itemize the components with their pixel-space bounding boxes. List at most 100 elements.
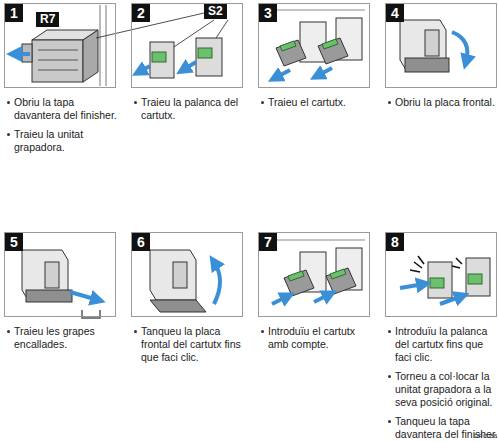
step-panel: 1Obriu la tapa davantera del finisher.Tr…	[4, 3, 116, 88]
step-number: 8	[386, 233, 404, 251]
cartridge-open	[400, 20, 467, 72]
cartridges-in-part	[288, 271, 304, 281]
cartridge-levers-part	[198, 48, 212, 58]
step-instruction: Introduïu el cartutx amb compte.	[260, 325, 372, 351]
step-captions: Obriu la placa frontal.	[387, 96, 499, 115]
step-captions: Obriu la tapa davantera del finisher. Tra…	[6, 96, 118, 160]
cartridge-open-part	[425, 30, 439, 56]
levers-click-part	[400, 284, 424, 288]
levers-click-part	[440, 296, 462, 304]
step-number: 2	[132, 4, 150, 22]
step-instruction: Obriu la tapa davantera del finisher.	[6, 96, 118, 122]
cartridges-out-part	[322, 39, 338, 49]
cartridge-close-part	[214, 262, 220, 304]
instruction-text: Obriu la tapa davantera del finisher.	[14, 96, 117, 121]
levers-click-part	[468, 274, 482, 284]
cartridges-in	[270, 240, 365, 304]
cartridges-in-part	[272, 296, 288, 304]
cartridges-out-part	[276, 40, 306, 66]
bullet	[261, 101, 264, 104]
stapler-unit-part	[100, 5, 101, 86]
bullet	[388, 420, 391, 423]
step-instruction: Traieu les grapes encallades.	[6, 325, 118, 351]
cartridges-out-part	[318, 38, 348, 64]
levers-click-part	[452, 266, 460, 268]
step-captions: Tanqueu la placa frontal del cartutx fin…	[133, 325, 245, 370]
step-instruction: Traieu la unitat grapadora.	[6, 128, 118, 154]
cartridge-levers-part	[183, 62, 196, 70]
step-panel: 3Traieu el cartutx.	[258, 3, 370, 88]
step-instruction: Torneu a col·locar la unitat grapadora a…	[387, 370, 499, 409]
part-code: R7	[36, 12, 59, 27]
cartridges-out-part	[270, 10, 365, 11]
step-number: 6	[132, 233, 150, 251]
instruction-text: Traieu la palanca del cartutx.	[141, 96, 238, 121]
cartridge-levers-part	[139, 66, 150, 72]
cartridges-out-part	[317, 68, 332, 76]
bullet	[7, 330, 10, 333]
cartridge-levers-part	[196, 38, 222, 76]
stapler-unit-part	[32, 40, 83, 82]
bullet	[261, 330, 264, 333]
cartridge-close-part	[173, 262, 187, 288]
levers-click-part	[410, 270, 420, 272]
cartridges-out-part	[275, 70, 290, 78]
stapler-unit-part	[38, 50, 78, 51]
step-captions: Traieu les grapes encallades.	[6, 325, 118, 357]
levers-click-part	[466, 258, 490, 296]
step-panel: 7Introduïu el cartutx amb compte.	[258, 232, 370, 317]
cartridge-close	[150, 250, 220, 312]
jammed-staples-part	[45, 262, 59, 288]
step-instruction: Tanqueu la placa frontal del cartutx fin…	[133, 325, 245, 364]
cartridges-out-part	[280, 41, 296, 51]
instruction-text: Traieu el cartutx.	[268, 96, 346, 108]
cartridge-levers-part	[152, 52, 166, 62]
cartridge-levers-part	[150, 42, 174, 78]
step-instruction: Traieu la palanca del cartutx.	[133, 96, 245, 122]
bullet	[388, 330, 391, 333]
stapler-unit	[14, 5, 106, 86]
jammed-staples-part	[70, 292, 98, 300]
cartridges-in-part	[326, 268, 356, 294]
step-number: 1	[5, 4, 23, 22]
step-captions: Introduïu la palanca del cartutx fins qu…	[387, 325, 499, 442]
stapler-unit-part	[38, 70, 78, 71]
step-number: 4	[386, 4, 404, 22]
drawing-code: DRC058	[474, 433, 497, 440]
instruction-text: Traieu la unitat grapadora.	[14, 128, 83, 153]
step-captions: Traieu la palanca del cartutx.	[133, 96, 245, 128]
stapler-unit-part	[83, 30, 98, 82]
part-code: S2	[204, 4, 227, 19]
stapler-unit-part	[106, 5, 107, 86]
levers-click-part	[428, 262, 452, 298]
instruction-text: Obriu la placa frontal.	[395, 96, 495, 108]
step-instruction: Obriu la placa frontal.	[387, 96, 499, 109]
bullet	[134, 330, 137, 333]
step-captions: Traieu el cartutx.	[260, 96, 372, 115]
levers-click-part	[414, 262, 422, 268]
cartridge-open-part	[405, 58, 449, 72]
bullet	[134, 101, 137, 104]
instruction-text: Introduïu el cartutx amb compte.	[268, 325, 355, 350]
cartridge-close-part	[150, 300, 206, 312]
cartridges-in-part	[270, 240, 365, 241]
step-instruction: Traieu el cartutx.	[260, 96, 372, 109]
levers-click-part	[430, 278, 444, 288]
step-instruction: Introduïu la palanca del cartutx fins qu…	[387, 325, 499, 364]
step-number: 5	[5, 233, 23, 251]
step-number: 7	[259, 233, 277, 251]
instruction-text: Introduïu la palanca del cartutx fins qu…	[395, 325, 487, 363]
jammed-staples	[22, 250, 100, 318]
stapler-unit-part	[14, 52, 30, 56]
step-panel: 8Introduïu la palanca del cartutx fins q…	[385, 232, 497, 317]
cartridges-in-part	[330, 269, 346, 279]
cartridge-close-part	[150, 250, 196, 300]
step-panel: 6Tanqueu la placa frontal del cartutx fi…	[131, 232, 243, 317]
cartridge-levers-part	[96, 13, 204, 38]
step-captions: Introduïu el cartutx amb compte.	[260, 325, 372, 357]
bullet	[388, 375, 391, 378]
jammed-staples-part	[26, 290, 72, 302]
cartridges-in-part	[314, 294, 330, 302]
instruction-text: Torneu a col·locar la unitat grapadora a…	[395, 370, 492, 408]
levers-click-part	[456, 258, 462, 264]
